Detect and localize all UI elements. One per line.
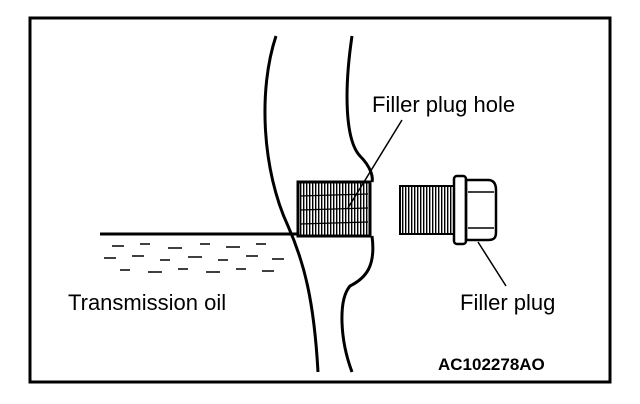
oil-stipple — [104, 243, 284, 273]
label-filler-plug: Filler plug — [460, 290, 555, 315]
case-wall-lower-edge — [340, 235, 375, 373]
label-transmission-oil: Transmission oil — [68, 290, 226, 315]
leader-filler-plug — [477, 241, 507, 287]
filler-plug — [399, 174, 498, 246]
filler-plug-head — [464, 178, 498, 242]
filler-plug-thread — [399, 185, 455, 235]
figure-code: AC102278AO — [438, 355, 545, 374]
transmission-case-wall — [263, 35, 320, 373]
label-filler-plug-hole: Filler plug hole — [372, 92, 515, 117]
filler-plug-washer — [452, 174, 468, 246]
leader-filler-plug-hole — [347, 119, 403, 209]
case-wall-right-edge — [345, 35, 374, 183]
